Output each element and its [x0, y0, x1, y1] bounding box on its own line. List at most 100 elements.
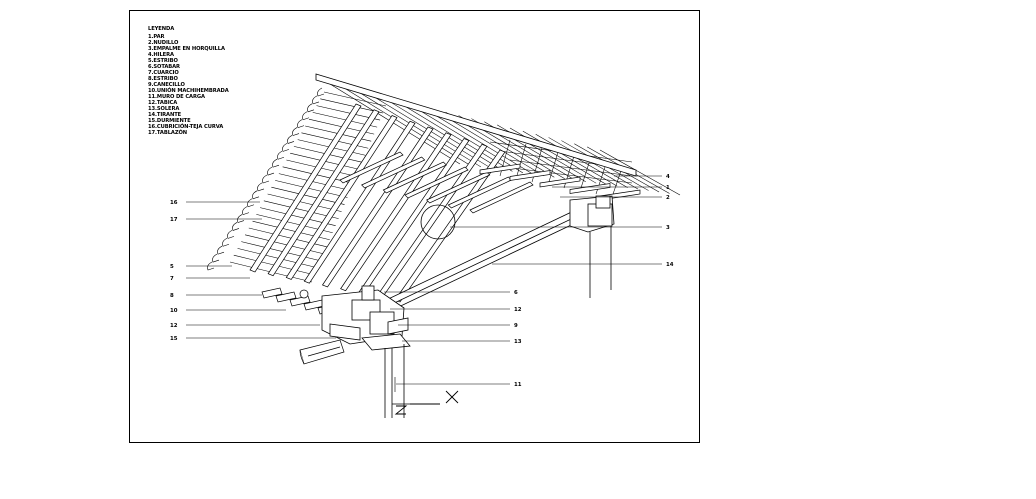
tile-joint-line: [579, 159, 591, 192]
tile-piece: [317, 87, 325, 97]
right-wall-plate: [569, 195, 615, 298]
callout-mid-12: 12: [514, 307, 522, 313]
callout-left-7: 7: [170, 276, 174, 282]
board-line: [355, 90, 482, 168]
plank-line: [244, 234, 324, 255]
callout-left-8: 8: [170, 293, 174, 299]
tile-joint-line: [515, 143, 527, 180]
tile-piece: [262, 174, 270, 184]
tile-piece: [212, 253, 220, 263]
tile-course-line: [519, 168, 633, 184]
collar-tie: [404, 166, 469, 199]
back-rafter: [509, 170, 551, 181]
tile-joint-line: [547, 151, 559, 186]
tile-piece: [227, 230, 235, 239]
eave-joint-assembly: [321, 285, 409, 345]
callout-left-5: 5: [170, 264, 174, 270]
legend-item: 12.TABICA: [148, 99, 178, 106]
tile-piece: [297, 119, 305, 129]
callout-mid-9: 9: [514, 323, 518, 329]
tile-piece: [287, 135, 295, 144]
rafter: [285, 115, 398, 280]
rafter: [394, 149, 506, 303]
rafter: [267, 109, 380, 277]
callout-left-12: 12: [170, 323, 178, 329]
bolt: [299, 289, 309, 299]
plank-line: [320, 98, 384, 114]
board-line: [522, 130, 618, 187]
board-line: [407, 102, 523, 174]
legend-item: 17.TABLAZÓN: [148, 129, 188, 136]
tile-piece: [222, 238, 230, 247]
roof-tiles: [207, 87, 325, 271]
tile-piece: [292, 127, 300, 136]
legend-item: 2.NUDILLO: [148, 40, 179, 47]
tile-piece: [282, 143, 290, 152]
joist-end: [275, 291, 297, 303]
tile-piece: [272, 158, 280, 168]
legend-item: 10.UNIÓN MACHIHEMBRADA: [148, 88, 229, 95]
section-marker: [394, 390, 459, 415]
rafter: [249, 103, 362, 273]
tile-piece: [257, 182, 265, 192]
plank-line: [263, 200, 339, 219]
back-rafter: [539, 176, 581, 188]
legend-item: 15.DURMIENTE: [148, 117, 191, 124]
plank-line: [267, 193, 342, 212]
tile-piece: [267, 166, 275, 176]
tile-course-line: [509, 159, 633, 177]
tile-joint-line: [611, 167, 623, 198]
callout-left-17: 17: [170, 217, 178, 223]
plank-line: [241, 241, 321, 262]
callout-left-16: 16: [170, 200, 178, 206]
back-rafter: [569, 183, 611, 194]
back-rafter: [479, 163, 521, 175]
collar-tie: [339, 151, 404, 184]
tile-piece: [302, 111, 310, 121]
detail-circle: [420, 204, 456, 240]
legend-item: 1.PAR: [148, 34, 165, 41]
tile-piece: [247, 198, 255, 208]
tile-piece: [277, 151, 285, 160]
callout-left-15: 15: [170, 336, 178, 342]
collar-tie: [382, 161, 447, 194]
legend-item: 8.ESTRIBO: [148, 76, 178, 83]
callout-numbers: 4 1 2 3 14 16 17 5 7 8 10 12 15 6 12 9 1…: [170, 174, 674, 388]
board-line: [381, 96, 503, 171]
callout-mid-6: 6: [514, 290, 518, 296]
tile-piece: [232, 222, 240, 231]
legend-title: LEYENDA: [148, 26, 175, 32]
board-line: [419, 105, 534, 175]
callout-right-1: 1: [666, 185, 670, 191]
collar-tie: [426, 171, 491, 204]
tile-piece: [237, 214, 245, 223]
plank-line: [271, 186, 345, 205]
legend-item: 11.MURO DE CARGA: [148, 93, 205, 100]
rafter: [321, 126, 434, 288]
board-line: [535, 134, 628, 188]
callout-mid-13: 13: [514, 339, 522, 345]
tile-piece: [242, 206, 250, 216]
legend-item: 14.TIRANTE: [148, 111, 182, 118]
load-bearing-wall: [361, 333, 412, 418]
legend-item: 16.CUBRICIÓN-TEJA CURVA: [148, 123, 224, 130]
board-line: [394, 99, 513, 172]
legend-item: 9.CANECILLO: [148, 82, 185, 89]
legend-item: 13.SOLERA: [148, 105, 180, 112]
legend-item: 7.CUARCIO: [148, 70, 179, 77]
drawing-frame: [129, 10, 700, 443]
callout-right-3: 3: [666, 225, 670, 231]
collar-tie: [469, 181, 534, 214]
tile-piece: [217, 245, 225, 255]
legend-item: 3.EMPALME EN HORQUILLA: [148, 46, 225, 53]
legend-item: 6.SOTABAR: [148, 64, 180, 71]
callout-right-2: 2: [666, 195, 670, 201]
collar-tie: [361, 156, 426, 189]
loose-roof-tile: [299, 339, 345, 365]
callout-left-10: 10: [170, 308, 178, 314]
plank-line: [275, 180, 348, 198]
callout-right-14: 14: [666, 262, 674, 268]
